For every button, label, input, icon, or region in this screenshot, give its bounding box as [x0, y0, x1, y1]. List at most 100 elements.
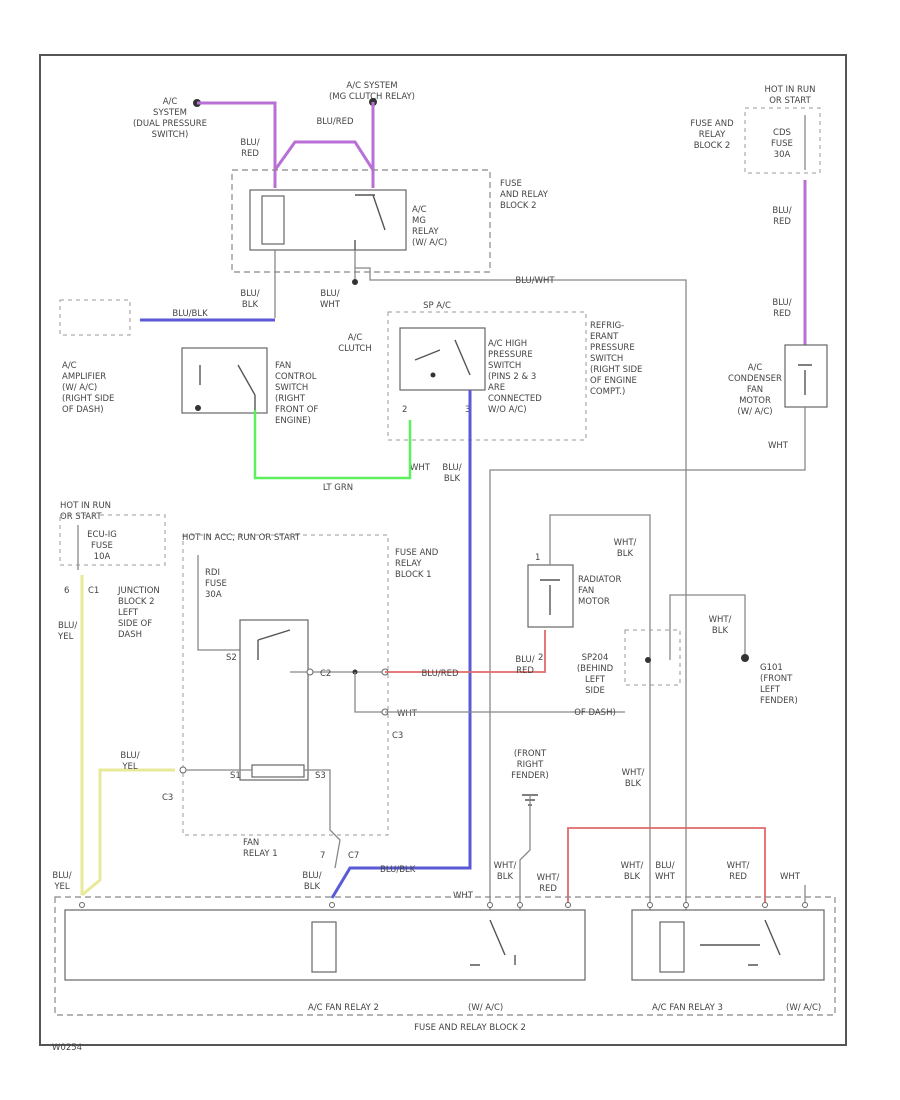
blu-red-right2-label: BLU/ RED [772, 298, 791, 319]
svg-text:ENGINE): ENGINE) [275, 416, 311, 426]
pin-b6 [647, 902, 653, 908]
blu-red-label-a: BLU/ RED [240, 138, 259, 159]
svg-text:RED: RED [729, 872, 747, 882]
svg-text:BLU/: BLU/ [772, 206, 791, 216]
condenser-fan-motor-symbol [798, 364, 812, 395]
svg-text:(W/ A/C): (W/ A/C) [737, 407, 772, 417]
radiator-fan-motor-symbol [540, 579, 560, 615]
svg-text:BLU/: BLU/ [515, 655, 534, 665]
ecu-ig-fuse-label: ECU-IG FUSE 10A [87, 530, 117, 562]
svg-text:RDI: RDI [205, 568, 220, 578]
c1-label: C1 [88, 586, 99, 596]
hot-in-run-tr-label: HOT IN RUN OR START [764, 85, 815, 106]
blu-wht-wire-label: BLU/WHT [515, 276, 555, 286]
svg-text:AND RELAY: AND RELAY [500, 190, 549, 200]
ac-fan-relay2-switch [470, 919, 516, 966]
svg-text:FUSE: FUSE [91, 541, 113, 551]
svg-text:A/C: A/C [163, 97, 178, 107]
fuse-relay-block2-top-outline [231, 169, 491, 273]
svg-text:(W/ A/C): (W/ A/C) [62, 383, 97, 393]
svg-text:SIDE: SIDE [585, 686, 605, 696]
svg-text:BLU/: BLU/ [52, 871, 71, 881]
svg-text:BLU/: BLU/ [58, 621, 77, 631]
svg-text:CLUTCH: CLUTCH [338, 344, 372, 354]
sp204-label: SP204 (BEHIND LEFT SIDE OF DASH) [574, 653, 616, 718]
svg-text:REFRIG-: REFRIG- [590, 321, 624, 331]
svg-text:BLOCK 2: BLOCK 2 [694, 141, 731, 151]
svg-text:(RIGHT SIDE: (RIGHT SIDE [590, 365, 642, 375]
wire-sp204-ground [669, 594, 746, 660]
svg-text:10A: 10A [94, 552, 111, 562]
wire-purple-left [197, 101, 277, 188]
svg-text:RED: RED [773, 309, 791, 319]
svg-text:LEFT: LEFT [760, 685, 781, 695]
svg-text:A/C: A/C [62, 361, 77, 371]
svg-text:OR START: OR START [769, 96, 811, 106]
svg-text:(FRONT: (FRONT [514, 749, 547, 759]
ac-fan-relay3-switch [700, 919, 781, 966]
wire-blu-yel-relay [81, 768, 175, 897]
pin-b5 [565, 902, 571, 908]
mg-relay-switch [354, 194, 386, 250]
c7-label: C7 [348, 851, 359, 861]
ac-clutch-label: A/C CLUTCH [338, 333, 372, 354]
svg-text:CONTROL: CONTROL [275, 372, 317, 382]
svg-text:RED: RED [539, 884, 557, 894]
mg-relay-box [249, 189, 407, 251]
cds-fuse-label: CDS FUSE 30A [771, 128, 793, 160]
fan-relay1-switch [257, 629, 291, 660]
svg-text:A/C: A/C [412, 205, 427, 215]
ac-condenser-label: A/C CONDENSER FAN MOTOR (W/ A/C) [728, 363, 782, 417]
svg-text:BLK: BLK [304, 882, 321, 892]
wht-c-label: WHT [780, 872, 801, 882]
fuse-block2-tr-outline [744, 107, 821, 174]
svg-text:BLOCK 2: BLOCK 2 [500, 201, 537, 211]
rdi-fuse-label: RDI FUSE 30A [205, 568, 227, 600]
svg-text:WHT: WHT [655, 872, 676, 882]
ac-amplifier-outline [59, 299, 131, 336]
wht-red-b-label: WHT/ RED [727, 861, 750, 882]
blu-blk-a-label: BLU/ BLK [240, 289, 259, 310]
svg-text:BLU/: BLU/ [120, 751, 139, 761]
svg-text:FUSE AND: FUSE AND [690, 119, 734, 129]
svg-text:RADIATOR: RADIATOR [578, 575, 621, 585]
high-pressure-switch-box [399, 327, 486, 391]
svg-text:FENDER): FENDER) [511, 771, 549, 781]
wht-red-a-label: WHT/ RED [537, 873, 560, 894]
svg-text:SWITCH): SWITCH) [152, 130, 189, 140]
svg-text:BLK: BLK [242, 300, 259, 310]
condenser-fan-motor-box [784, 344, 828, 408]
wht-b-label: WHT [453, 891, 474, 901]
pin-b7 [683, 902, 689, 908]
svg-text:FUSE: FUSE [771, 139, 793, 149]
c3c-label: C3 [162, 793, 173, 803]
svg-text:PRESSURE: PRESSURE [590, 343, 635, 353]
pin-s3-label: S3 [315, 771, 326, 781]
wht-blk-c-label: WHT/ BLK [622, 768, 645, 789]
svg-text:(RIGHT SIDE: (RIGHT SIDE [62, 394, 114, 404]
sp204-outline [624, 629, 681, 686]
svg-text:BLU/: BLU/ [772, 298, 791, 308]
wire-relay1-branch [354, 672, 385, 713]
wht-mid-label: WHT [397, 709, 418, 719]
svg-text:FAN: FAN [747, 385, 763, 395]
fuse-relay-block2-bottom-outline [54, 896, 836, 1016]
svg-text:FAN: FAN [243, 838, 259, 848]
blu-wht-label: BLU/ WHT [320, 289, 341, 310]
svg-text:RELAY: RELAY [412, 227, 439, 237]
svg-text:JUNCTION: JUNCTION [117, 586, 160, 596]
svg-text:MG: MG [412, 216, 426, 226]
svg-text:AMPLIFIER: AMPLIFIER [62, 372, 106, 382]
pin-b2 [329, 902, 335, 908]
fuse-relay-block1-label: FUSE AND RELAY BLOCK 1 [395, 548, 439, 580]
fan-control-switch-symbol [199, 364, 256, 410]
svg-text:BLK: BLK [625, 779, 642, 789]
svg-text:LEFT: LEFT [118, 608, 139, 618]
junction-block-label: JUNCTION BLOCK 2 LEFT SIDE OF DASH [117, 586, 160, 640]
svg-text:(RIGHT: (RIGHT [275, 394, 306, 404]
svg-text:CDS: CDS [773, 128, 791, 138]
fuse-relay-block2-top-label: FUSE AND RELAY BLOCK 2 [500, 179, 549, 211]
blu-red-label-b: BLU/RED [316, 117, 354, 127]
blu-blk-wire2-label: BLU/BLK [380, 865, 416, 875]
svg-text:(FRONT: (FRONT [760, 674, 793, 684]
